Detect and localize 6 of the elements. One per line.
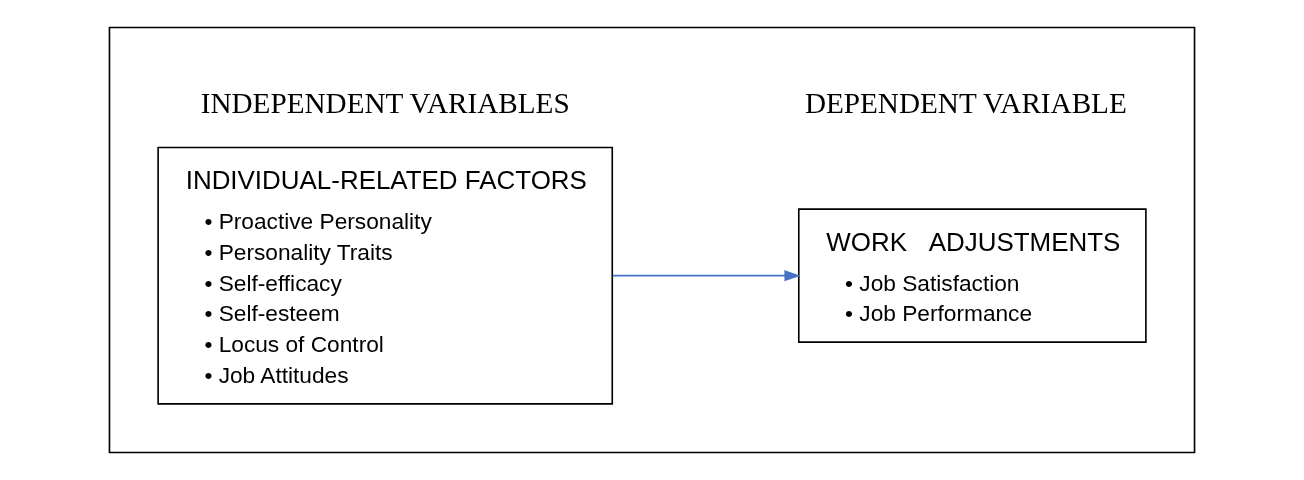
arrow bbox=[612, 270, 801, 282]
node-box: INDIVIDUAL-RELATED FACTORS • Proactive Personality • Personality Traits • Self-efficacy • Self-esteem • Locus of Control • Job Attitudes bbox=[157, 146, 614, 405]
label: INDEPENDENT VARIABLES bbox=[200, 86, 570, 119]
node-box: WORK ADJUSTMENTS • Job Satisfaction • Job Performance bbox=[797, 208, 1147, 343]
label: DEPENDENT VARIABLE bbox=[804, 86, 1127, 119]
cluster bbox=[108, 26, 1196, 454]
